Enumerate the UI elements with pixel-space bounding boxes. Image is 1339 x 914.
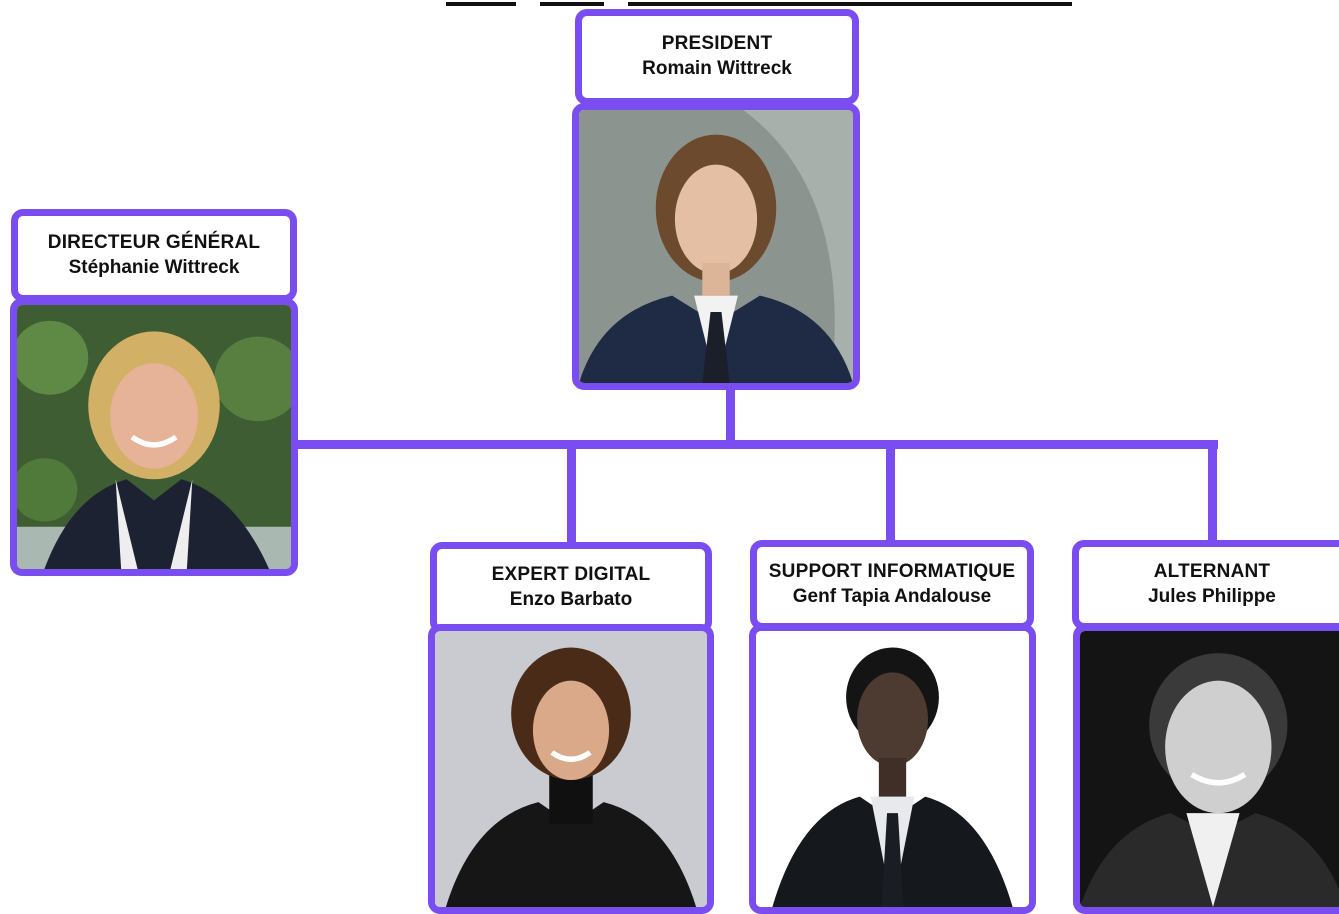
title-underline-middle — [540, 2, 604, 6]
support-informatique-name: Genf Tapia Andalouse — [792, 586, 992, 607]
general-director-label-box: DIRECTEUR GÉNÉRAL Stéphanie Wittreck — [11, 209, 297, 302]
general-director-name: Stéphanie Wittreck — [68, 256, 240, 278]
expert-digital-label-box: EXPERT DIGITAL Enzo Barbato — [430, 542, 712, 634]
support-informatique-role: SUPPORT INFORMATIQUE — [768, 561, 1016, 583]
support-informatique-photo — [749, 624, 1036, 914]
title-underline-left — [446, 2, 516, 6]
connector-drop-support — [886, 440, 895, 546]
president-label-box: PRESIDENT Romain Wittreck — [575, 9, 859, 105]
alternant-label-box: ALTERNANT Jules Philippe — [1072, 540, 1339, 630]
connector-drop-expert — [567, 440, 576, 548]
expert-digital-photo — [428, 624, 714, 914]
connector-drop-alternant — [1208, 440, 1217, 546]
portrait-photo-icon — [17, 305, 291, 569]
support-informatique-label-box: SUPPORT INFORMATIQUE Genf Tapia Andalous… — [750, 540, 1034, 630]
title-underline-right — [628, 2, 1072, 6]
president-name: Romain Wittreck — [642, 58, 792, 79]
portrait-photo-icon — [1080, 631, 1339, 907]
president-role: PRESIDENT — [661, 33, 773, 55]
alternant-name: Jules Philippe — [1148, 586, 1276, 607]
connector-horizontal-bar — [290, 440, 1218, 449]
general-director-role: DIRECTEUR GÉNÉRAL — [47, 231, 261, 253]
portrait-photo-icon — [756, 631, 1029, 907]
alternant-role: ALTERNANT — [1153, 561, 1271, 583]
alternant-photo — [1073, 624, 1339, 914]
general-director-photo — [10, 298, 298, 576]
president-photo — [572, 103, 860, 390]
portrait-photo-icon — [579, 110, 853, 383]
expert-digital-role: EXPERT DIGITAL — [491, 564, 651, 586]
expert-digital-name: Enzo Barbato — [509, 589, 633, 610]
connector-president-down — [726, 386, 735, 446]
portrait-photo-icon — [435, 631, 707, 907]
